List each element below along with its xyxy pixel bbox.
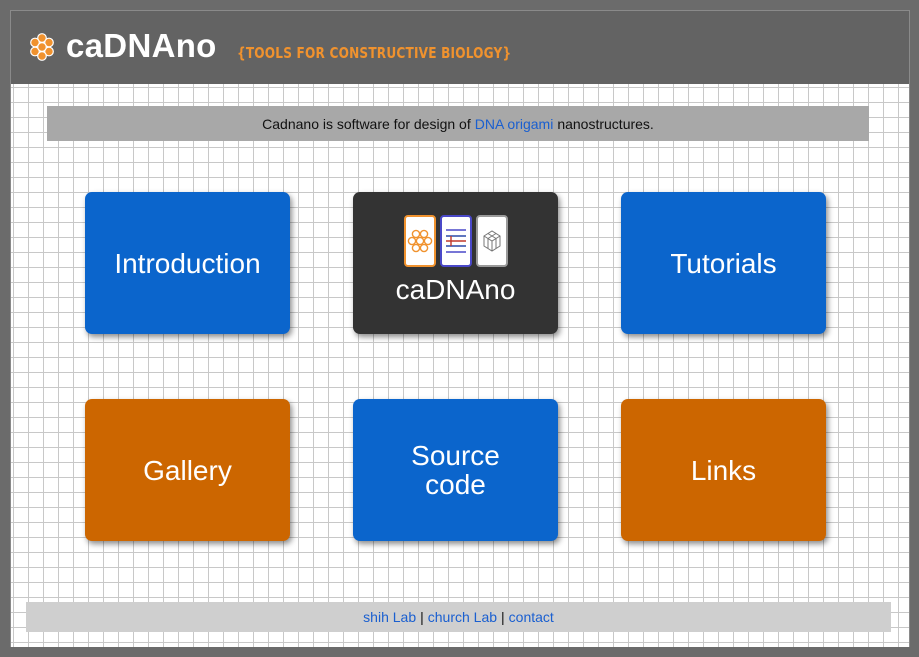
- 3d-render-icon: [475, 214, 508, 267]
- gallery-label: Gallery: [143, 454, 232, 486]
- footer-separator: |: [501, 609, 505, 625]
- dna-origami-link[interactable]: DNA origami: [474, 115, 554, 132]
- church-lab-link[interactable]: church Lab: [427, 609, 498, 625]
- introduction-tile[interactable]: Introduction: [85, 192, 290, 334]
- links-label: Links: [690, 454, 757, 486]
- links-tile[interactable]: Links: [621, 399, 826, 541]
- gallery-tile[interactable]: Gallery: [85, 399, 290, 541]
- contact-link[interactable]: contact: [508, 609, 554, 625]
- tutorials-tile[interactable]: Tutorials: [621, 192, 826, 334]
- shih-lab-link[interactable]: shih Lab: [363, 609, 417, 625]
- cadnano-app-icons: [403, 214, 508, 267]
- site-title[interactable]: caDNAno: [66, 27, 217, 64]
- site-header: caDNAno {TOOLS FOR CONSTRUCTIVE BIOLOGY}: [11, 11, 909, 84]
- footer-separator: |: [420, 609, 424, 625]
- intro-text-after: nanostructures.: [557, 115, 654, 132]
- introduction-label: Introduction: [114, 247, 261, 279]
- source-code-label-line1: Source: [411, 440, 500, 471]
- honeycomb-lattice-icon: [403, 214, 436, 267]
- footer-links-bar: shih Lab | church Lab | contact: [26, 602, 891, 632]
- cadnano-label: caDNAno: [395, 273, 516, 305]
- intro-banner: Cadnano is software for design of DNA or…: [47, 106, 869, 141]
- source-code-label-line2: code: [425, 469, 486, 500]
- cadnano-tile[interactable]: caDNAno: [353, 192, 558, 334]
- honeycomb-logo-icon: [30, 33, 54, 61]
- tutorials-label: Tutorials: [670, 247, 777, 279]
- main-content: Cadnano is software for design of DNA or…: [11, 84, 909, 647]
- intro-text-before: Cadnano is software for design of: [262, 115, 471, 132]
- source-code-tile[interactable]: Source code: [353, 399, 558, 541]
- page-frame: caDNAno {TOOLS FOR CONSTRUCTIVE BIOLOGY}…: [10, 10, 910, 647]
- site-tagline: {TOOLS FOR CONSTRUCTIVE BIOLOGY}: [237, 44, 512, 62]
- path-editor-icon: [439, 214, 472, 267]
